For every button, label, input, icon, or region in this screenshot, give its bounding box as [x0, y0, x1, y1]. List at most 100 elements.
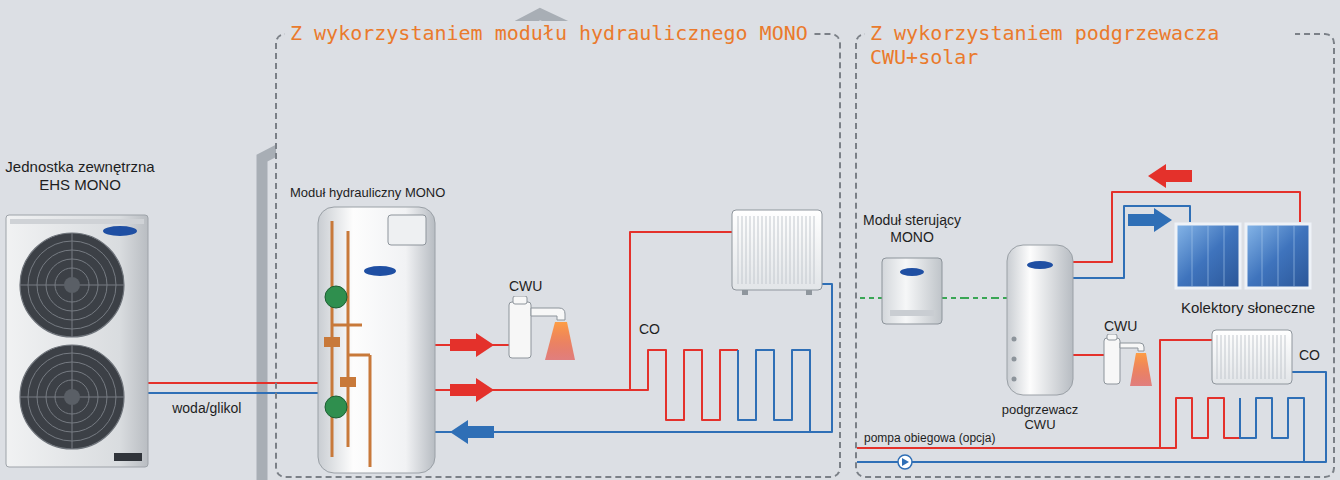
flow-arrows — [450, 164, 1192, 444]
drawing-g — [20, 233, 124, 449]
radiator-fin — [1253, 335, 1254, 379]
drawing-circle — [64, 389, 80, 405]
drawing-polygon — [1128, 208, 1172, 232]
drawing-path — [20, 233, 124, 449]
region-ground — [276, 34, 840, 477]
drawing-polygon — [450, 420, 494, 444]
radiator-fin — [750, 216, 751, 284]
radiator-fin — [1225, 335, 1226, 379]
radiator-fin — [778, 216, 779, 284]
radiator-fin — [1229, 335, 1230, 379]
circuit-label: CO — [637, 321, 662, 338]
node-label: CWU — [1096, 318, 1152, 335]
drawing-path — [738, 350, 810, 432]
pipe-label: woda/glikol — [170, 400, 243, 417]
node-label: CWU — [495, 278, 575, 295]
drawing-polygon — [450, 378, 494, 402]
pipe-line — [158, 392, 290, 394]
radiator-fin — [742, 216, 743, 284]
circulation-pump — [898, 455, 912, 469]
radiator-fin — [802, 216, 803, 284]
pipe-line — [964, 297, 994, 299]
hot-water-tap: CWU — [1096, 318, 1152, 388]
radiator-fin — [762, 216, 763, 284]
drawing-path — [1160, 398, 1240, 448]
pipe-connector — [964, 298, 994, 299]
node-label: Jednostka zewnętrzna EHS MONO — [2, 158, 158, 194]
label-anchor: CO — [637, 320, 662, 338]
drawing-circle — [325, 396, 347, 418]
hydraulic-module-drawing — [290, 205, 455, 477]
drawing-rect — [10, 219, 144, 224]
drawing-rect — [324, 337, 340, 347]
tap-drawing — [495, 296, 575, 363]
radiator-fin — [1269, 335, 1270, 379]
control-module-drawing — [860, 252, 964, 334]
radiator-fin — [1277, 335, 1278, 379]
drawing-polygon — [450, 333, 494, 357]
drawing-circle — [64, 277, 80, 293]
node-label: podgrzewacz CWU — [994, 402, 1086, 433]
circuit-label: CO — [1297, 347, 1322, 364]
drawing-rect — [6, 215, 148, 467]
drawing-rect — [1212, 330, 1292, 384]
outdoor-unit: Jednostka zewnętrzna EHS MONO — [2, 158, 158, 470]
radiator-fin — [1237, 335, 1238, 379]
label-anchor: CO — [1297, 346, 1322, 364]
drawing-g — [20, 233, 124, 449]
pipe-line — [1086, 354, 1096, 356]
drawing-path — [630, 350, 738, 420]
drawing-rect — [388, 215, 426, 245]
drawing-polygon — [545, 322, 575, 360]
pipe-connector — [158, 383, 290, 393]
drawing-path — [455, 284, 832, 432]
drawing-rect — [732, 210, 822, 290]
radiator-fin — [758, 216, 759, 284]
drawing-path — [857, 372, 1326, 462]
tap-drawing — [1096, 334, 1152, 388]
region-title: Z wykorzystaniem modułu hydraulicznego M… — [285, 21, 813, 45]
radiator-fin — [1221, 335, 1222, 379]
drawing-path — [994, 297, 1008, 299]
radiator-fin — [1285, 335, 1286, 379]
radiator-fin — [814, 216, 815, 284]
radiator-fin — [1261, 335, 1262, 379]
drawing-circle — [1012, 337, 1017, 342]
hydraulic-module: Moduł hydrauliczny MONO — [290, 185, 455, 477]
pump-label: pompa obiegowa (opcja) — [862, 431, 997, 445]
drawing-rect — [806, 290, 812, 295]
drawing-rect — [742, 290, 748, 295]
radiator-fin — [738, 216, 739, 284]
system-region: Z wykorzystaniem podgrzewacza CWU+solarM… — [855, 33, 1335, 478]
solar-collectors: Kolektory słoneczne — [1166, 222, 1330, 317]
radiator-fin — [1245, 335, 1246, 379]
drawing-rect — [1107, 334, 1117, 340]
radiator — [732, 210, 822, 295]
drawing-rect — [882, 258, 942, 324]
water-heater-drawing — [994, 243, 1086, 398]
drawing-rect — [114, 453, 142, 461]
pipe-line — [455, 344, 495, 346]
radiator-fin — [782, 216, 783, 284]
radiator-fin — [754, 216, 755, 284]
outdoor-unit-drawing — [2, 213, 158, 470]
radiator-fin — [794, 216, 795, 284]
radiator-fin — [786, 216, 787, 284]
drawing-polygon — [1130, 353, 1152, 386]
drawing-ellipse — [103, 226, 137, 236]
radiator-fin — [1273, 335, 1274, 379]
drawing-circle — [898, 455, 912, 469]
radiator-fin — [1281, 335, 1282, 379]
system-region: Z wykorzystaniem modułu hydraulicznego M… — [275, 33, 841, 478]
radiator-fin — [790, 216, 791, 284]
drawing-polygon — [1148, 164, 1192, 188]
pipe-line — [1086, 206, 1190, 278]
drawing-rect — [340, 377, 356, 387]
region-ground — [856, 34, 1334, 477]
drawing-ellipse — [364, 266, 396, 276]
drawing-rect — [509, 302, 531, 358]
radiator-fin — [774, 216, 775, 284]
radiator-fin — [766, 216, 767, 284]
pipe-connector — [1086, 355, 1096, 356]
drawing-g — [1217, 335, 1285, 379]
